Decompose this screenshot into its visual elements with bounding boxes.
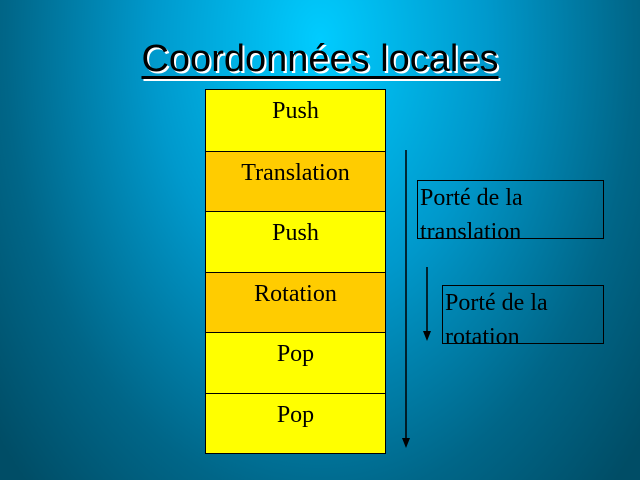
- stack-item-translation: Translation: [206, 150, 385, 211]
- stack-item-push-2: Push: [206, 211, 385, 272]
- stack-item-pop-1: Pop: [206, 332, 385, 393]
- translation-scope-arrow-head: [402, 438, 410, 448]
- rotation-scope-box: Porté de la rotation: [442, 285, 604, 350]
- stack-item-pop-2: Pop: [206, 392, 385, 453]
- translation-scope-line2: translation: [420, 219, 522, 245]
- stack-item-rotation: Rotation: [206, 271, 385, 332]
- rotation-scope-line1: Porté de la: [445, 290, 548, 316]
- translation-scope-box: Porté de la translation: [417, 180, 604, 245]
- rotation-scope-arrow: [423, 267, 431, 341]
- translation-scope-line1: Porté de la: [420, 185, 523, 211]
- rotation-scope-line2: rotation: [445, 324, 520, 350]
- stack-item-push-1: Push: [206, 90, 385, 151]
- slide-title: Coordonnées locales: [0, 38, 640, 81]
- rotation-scope-arrow-head: [423, 331, 431, 341]
- slide-title-text: Coordonnées locales: [141, 38, 499, 80]
- translation-scope-arrow: [402, 150, 410, 448]
- transform-stack: Push Translation Push Rotation Pop Pop: [205, 89, 386, 454]
